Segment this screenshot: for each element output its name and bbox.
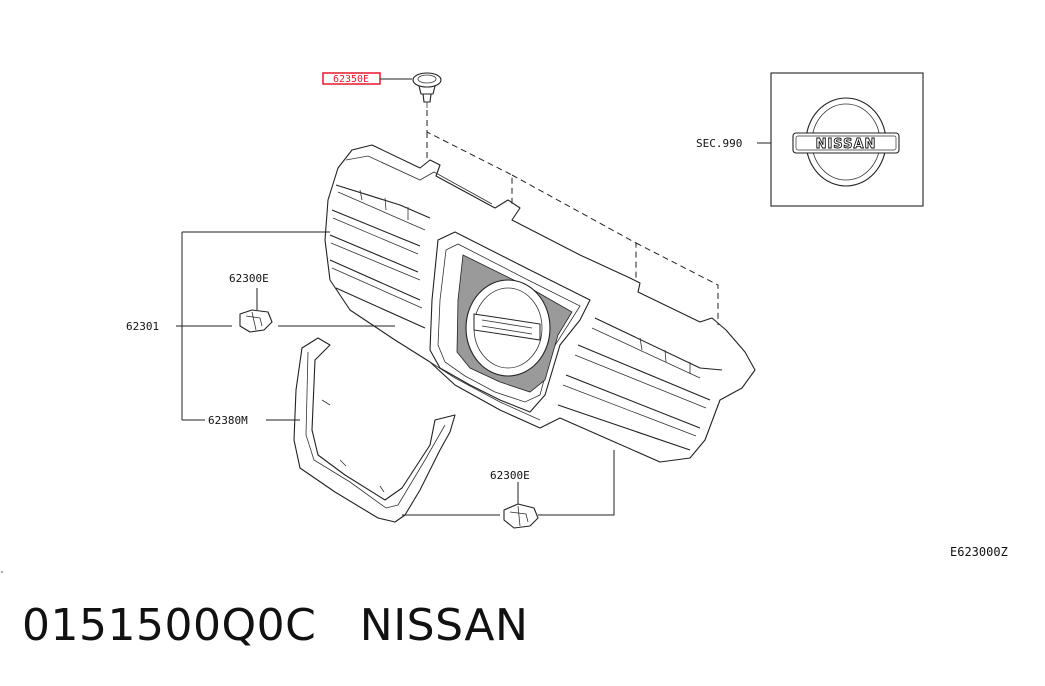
footer-caption: 0151500Q0C NISSAN [22, 600, 528, 651]
leader-bracket-lines [176, 231, 615, 516]
label-62380m[interactable]: 62380M [208, 414, 248, 427]
footer-brand: NISSAN [359, 600, 529, 651]
figure-code: E623000Z [950, 545, 1008, 559]
mounting-dash-lines [426, 110, 719, 325]
clip-part-upper [239, 288, 273, 333]
part-label-62350e[interactable]: 62350E [322, 72, 381, 85]
emblem-text: NISSAN [816, 137, 877, 152]
lower-molding-part [293, 337, 456, 523]
label-62301[interactable]: 62301 [126, 320, 159, 333]
label-sec990[interactable]: SEC.990 [696, 137, 742, 150]
part-label-62350e-text: 62350E [333, 74, 369, 85]
emblem-reference-box: NISSAN [770, 72, 924, 207]
front-grille-assembly [324, 144, 756, 463]
label-62300e-upper[interactable]: 62300E [229, 272, 269, 285]
clip-part-lower [503, 482, 539, 529]
emblem-clip-part [412, 72, 442, 108]
label-62300e-lower[interactable]: 62300E [490, 469, 530, 482]
parts-diagram: 62350E NISSAN SEC.990 [1, 72, 1008, 573]
footer-part-number: 0151500Q0C [22, 600, 317, 651]
